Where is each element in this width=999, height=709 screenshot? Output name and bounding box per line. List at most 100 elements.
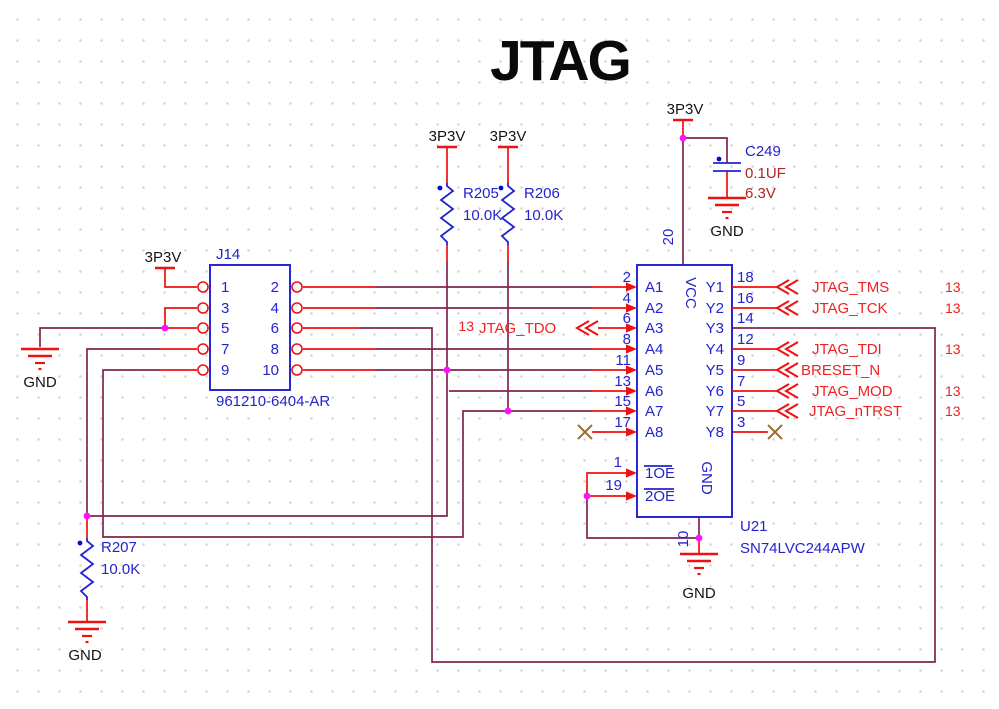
gnd-label-j14: GND [23,374,57,391]
u21-a3-pin-name: A3 [645,320,663,337]
u21-oe1-pin-number: 1 [614,454,622,471]
junction-r206-a7 [504,407,512,415]
gnd-label-r207: GND [68,647,102,664]
resistor-r206[interactable]: R206 10.0K [498,182,564,246]
offpage-chevron-icon [776,383,799,399]
3p3v-label-j14: 3P3V [145,249,182,266]
net-label-jtag-tdo[interactable]: 13 JTAG_TDO [458,318,599,337]
wire-pin9-to-a7 [102,369,592,538]
j14-right-pin-circle[interactable] [291,302,303,314]
r207-value: 10.0K [101,561,140,578]
resistor-r205[interactable]: R205 10.0K [437,182,503,246]
j14-left-pin-number: 5 [221,320,229,337]
r205-refdes: R205 [463,185,499,202]
u21-y3-pin-name: Y3 [706,320,724,337]
u21-a7-pin-number: 15 [614,393,631,410]
net-label-page-ref: 13 [945,383,961,399]
tdo-offpage-chevron-icon [576,320,599,336]
buffer-u21[interactable]: VCC GND 20 10 U21 SN74LVC244APW [636,229,866,557]
u21-a2-pin-name: A2 [645,300,663,317]
j14-right-pin-circle[interactable] [291,364,303,376]
offpage-chevron-icon [776,279,799,295]
j14-right-pin-number: 2 [271,279,279,296]
u21-y7-pin-name: Y7 [706,403,724,420]
tdo-net-name: JTAG_TDO [479,320,556,337]
j14-left-pin-circle[interactable] [197,322,209,334]
wire-r205-down [87,262,448,517]
gnd-symbol-c249 [706,196,748,220]
u21-y7-pin-number: 5 [737,393,745,410]
u21-a5-pin-name: A5 [645,362,663,379]
net-label-name[interactable]: JTAG_TCK [812,300,888,317]
net-label-name[interactable]: BRESET_N [801,362,880,379]
net-label-name[interactable]: JTAG_nTRST [809,403,902,420]
u21-a5-pin-number: 11 [615,352,631,369]
resistor-r207[interactable]: R207 10.0K [77,537,141,601]
ground-symbols[interactable]: GND GND GND GND [19,196,748,664]
j14-right-pin-circle[interactable] [291,281,303,293]
offpage-chevron-icon [776,341,799,357]
gnd-label-u21: GND [682,585,716,602]
3p3v-label-u21: 3P3V [667,101,704,118]
r206-symbol [501,182,515,246]
u21-part-number: SN74LVC244APW [740,540,866,557]
u21-a8-pin-number: 17 [614,414,631,431]
c249-refdes: C249 [745,143,781,160]
junction-oe [583,492,591,500]
c249-origin-dot [716,156,722,162]
junction-gnd-pin [695,534,703,542]
junction-r207 [83,512,91,520]
u21-y6-pin-name: Y6 [706,383,724,400]
no-connect-x-a8-icon [577,424,593,440]
u21-y1-pin-number: 18 [737,269,754,286]
net-label-name[interactable]: JTAG_TMS [812,279,889,296]
u21-a7-pin-name: A7 [645,403,663,420]
offpage-chevron-icon [776,300,799,316]
r207-symbol [80,537,94,601]
capacitor-c249[interactable]: C249 0.1UF 6.3V [713,143,786,202]
u21-y3-pin-number: 14 [737,310,754,327]
wire-pin7-down [86,348,160,516]
j14-left-pin-number: 9 [221,362,229,379]
j14-left-pin-circle[interactable] [197,364,209,376]
tdo-page-ref: 13 [458,318,474,334]
offpage-chevron-icon [776,362,799,378]
u21-pin10-number: 10 [675,531,692,548]
wire-1oe [586,472,627,496]
net-label-name[interactable]: JTAG_MOD [812,383,893,400]
power-symbols[interactable]: 3P3V 3P3V 3P3V 3P3V [145,101,704,270]
u21-oe2-input-arrow-icon [626,491,637,501]
u21-y2-pin-number: 16 [737,290,754,307]
connector-j14[interactable]: J14 961210-6404-AR [209,246,330,410]
3p3v-label-r205: 3P3V [429,128,466,145]
j14-left-pin-circle[interactable] [197,343,209,355]
j14-left-pin-circle[interactable] [197,302,209,314]
u21-a4-pin-number: 8 [623,331,631,348]
j14-right-pin-circle[interactable] [291,343,303,355]
u21-a1-pin-number: 2 [623,269,631,286]
gnd-symbol-u21 [678,552,720,576]
gnd-symbol-r207 [66,620,108,644]
u21-oe1-pin-name: 1OE [645,465,675,482]
r207-origin-dot [77,540,83,546]
junction-r205-a5 [443,366,451,374]
net-label-name[interactable]: JTAG_TDI [812,341,882,358]
u21-y8-pin-number: 3 [737,414,745,431]
r206-value: 10.0K [524,207,563,224]
j14-right-pin-circle[interactable] [291,322,303,334]
u21-a8-pin-name: A8 [645,424,663,441]
gnd-label-c249: GND [710,223,744,240]
u21-pin20-number: 20 [660,229,677,246]
u21-y4-pin-number: 12 [737,331,754,348]
u21-y4-pin-name: Y4 [706,341,724,358]
u21-a6-pin-name: A6 [645,383,663,400]
gnd-symbol-j14 [19,347,61,371]
j14-left-pin-number: 7 [221,341,229,358]
wire-pin5-to-gnd [39,327,165,347]
u21-y8-pin-name: Y8 [706,424,724,441]
u21-a8-input-arrow-icon [626,427,637,437]
r206-refdes: R206 [524,185,560,202]
j14-left-pin-circle[interactable] [197,281,209,293]
